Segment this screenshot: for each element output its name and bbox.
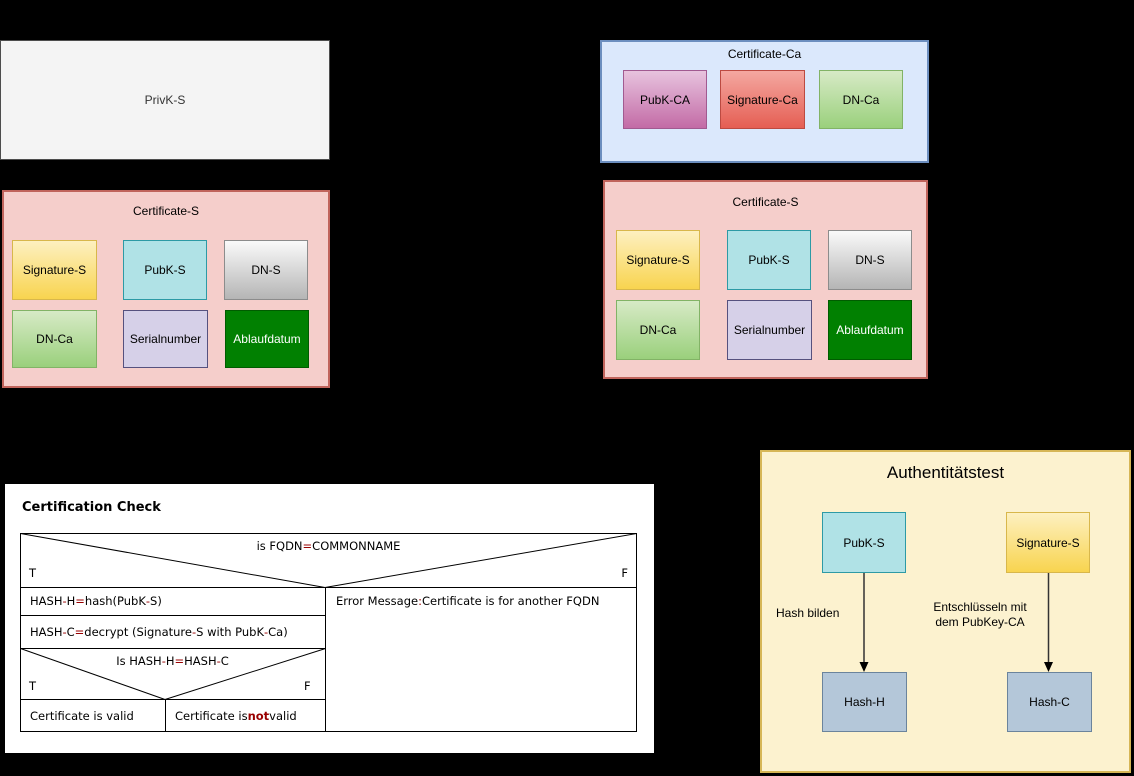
auth-test-title: Authentitätstest [886, 463, 1005, 482]
dn-ca-label: DN-Ca [639, 323, 677, 337]
auth-pubk-s-node: PubK-S [822, 512, 906, 573]
dn-ca-label: DN-Ca [842, 92, 880, 107]
ablaufdatum-label: Ablaufdatum [836, 323, 904, 337]
decision-hash-true-label: T [29, 679, 37, 693]
dn-ca-node: DN-Ca [12, 310, 97, 368]
certificate-ca-container: Certificate-Ca PubK-CA Signature-Ca DN-C… [600, 40, 929, 163]
entschluesseln-label-line2: dem PubKey-CA [935, 615, 1025, 629]
structogram: is FQDN = COMMONNAME T F HASH-H = hash(P… [20, 533, 637, 732]
entschluesseln-label-line1: Entschlüsseln mit [933, 600, 1027, 614]
certificate-s-left-container: Certificate-S Signature-S PubK-S DN-S DN… [2, 190, 330, 388]
certificate-s-left-title: Certificate-S [132, 204, 200, 218]
signature-s-label: Signature-S [626, 253, 690, 267]
pubk-ca-label: PubK-CA [639, 92, 691, 107]
decision-hash-condition: Is HASH-H = HASH-C [116, 654, 229, 668]
certificate-s-right-title: Certificate-S [732, 195, 799, 209]
arrow-down-icon [1044, 662, 1053, 672]
signature-s-label: Signature-S [22, 263, 87, 277]
signature-ca-node: Signature-Ca [720, 70, 805, 129]
serialnumber-label: Serialnumber [129, 332, 202, 346]
hash-bilden-label: Hash bilden [776, 606, 840, 620]
decision-fqdn-true-label: T [29, 566, 37, 580]
pubk-s-label: PubK-S [748, 253, 790, 267]
outcome-valid-cell: Certificate is valid [30, 709, 134, 723]
auth-signature-s-label: Signature-S [1016, 535, 1080, 550]
decision-fqdn-false-label: F [621, 566, 628, 580]
privk-s-label: PrivK-S [144, 93, 186, 107]
step-hash-c: HASH-C = decrypt (Signature-S with PubK-… [30, 624, 288, 639]
hash-h-node: Hash-H [822, 672, 907, 732]
dn-s-node: DN-S [828, 230, 912, 290]
ablaufdatum-label: Ablaufdatum [233, 332, 301, 346]
dn-ca-node: DN-Ca [616, 300, 700, 360]
decision-hash-false-label: F [304, 679, 311, 693]
hash-h-label: Hash-H [844, 695, 885, 709]
ablaufdatum-node: Ablaufdatum [225, 310, 309, 368]
auth-pubk-s-label: PubK-S [843, 535, 885, 550]
auth-signature-s-node: Signature-S [1006, 512, 1090, 573]
pubk-ca-node: PubK-CA [623, 70, 707, 129]
serialnumber-node: Serialnumber [123, 310, 208, 368]
hash-c-node: Hash-C [1007, 672, 1092, 732]
dn-ca-label: DN-Ca [36, 332, 73, 346]
certification-check-panel: Certification Check is FQDN = COMMON [5, 484, 654, 753]
dn-ca-node: DN-Ca [819, 70, 903, 129]
signature-s-node: Signature-S [12, 240, 97, 300]
auth-test-arrows [859, 573, 1053, 672]
entschluesseln-label: Entschlüsseln mit dem PubKey-CA [908, 600, 1052, 630]
certification-check-title: Certification Check [22, 500, 161, 515]
serialnumber-label: Serialnumber [733, 323, 806, 337]
structogram-lines [20, 533, 637, 732]
auth-test-panel: Authentitätstest PubK-S Signature-S Hash… [760, 450, 1131, 773]
dn-s-node: DN-S [224, 240, 308, 300]
step-hash-h: HASH-H = hash(PubK-S) [30, 594, 162, 608]
pubk-s-label: PubK-S [144, 263, 186, 277]
hash-c-label: Hash-C [1029, 695, 1070, 709]
privk-s-node: PrivK-S [0, 40, 330, 160]
serialnumber-node: Serialnumber [727, 300, 812, 360]
signature-s-node: Signature-S [616, 230, 700, 290]
error-message-cell: Error Message: Certificate is for anothe… [336, 594, 600, 608]
certificate-ca-title: Certificate-Ca [727, 47, 802, 61]
ablaufdatum-node: Ablaufdatum [828, 300, 912, 360]
dn-s-label: DN-S [855, 253, 885, 267]
certificate-s-right-container: Certificate-S Signature-S PubK-S DN-S DN… [603, 180, 928, 379]
signature-ca-label: Signature-Ca [727, 92, 798, 107]
decision-fqdn-condition: is FQDN = COMMONNAME [256, 539, 401, 553]
pubk-s-node: PubK-S [123, 240, 207, 300]
pubk-s-node: PubK-S [727, 230, 811, 290]
outcome-invalid-cell: Certificate is not valid [175, 709, 297, 723]
arrow-down-icon [859, 662, 869, 672]
dn-s-label: DN-S [251, 263, 281, 277]
